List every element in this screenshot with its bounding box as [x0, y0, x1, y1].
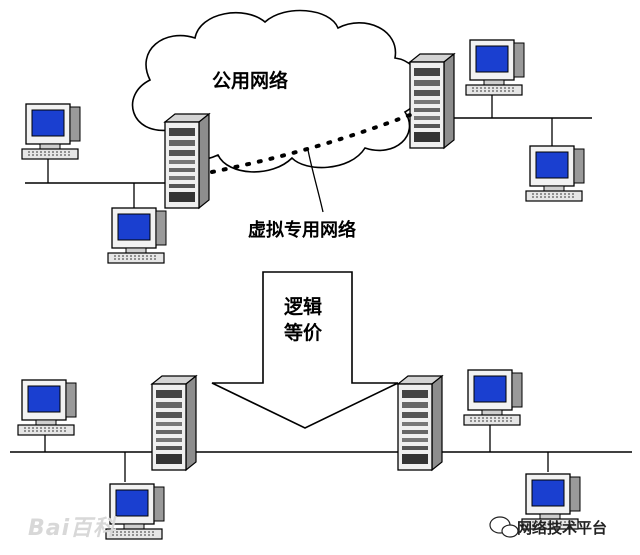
equivalence-arrow: [211, 271, 399, 429]
computer-icon: [17, 379, 77, 436]
server-icon: [397, 375, 443, 471]
computer-icon: [463, 369, 523, 426]
computer-icon: [465, 39, 525, 96]
wechat-icon: [489, 516, 519, 538]
vpn-tunnel-line: [210, 113, 412, 174]
server-icon: [409, 53, 455, 149]
public-network-label: 公用网络: [212, 70, 289, 92]
vpn-label: 虚拟专用网络: [248, 220, 356, 241]
baidu-watermark: Bai百科: [28, 516, 117, 541]
computer-icon: [525, 145, 585, 202]
vpn-label-pointer: [307, 149, 324, 213]
computer-icon: [107, 207, 167, 264]
computer-icon: [21, 103, 81, 160]
platform-watermark: 网络技术平台: [517, 519, 608, 537]
server-icon: [164, 113, 210, 209]
server-icon: [151, 375, 197, 471]
logical-equivalent-label-line2: 等价: [284, 322, 323, 344]
logical-equivalent-label-line1: 逻辑: [284, 296, 323, 318]
